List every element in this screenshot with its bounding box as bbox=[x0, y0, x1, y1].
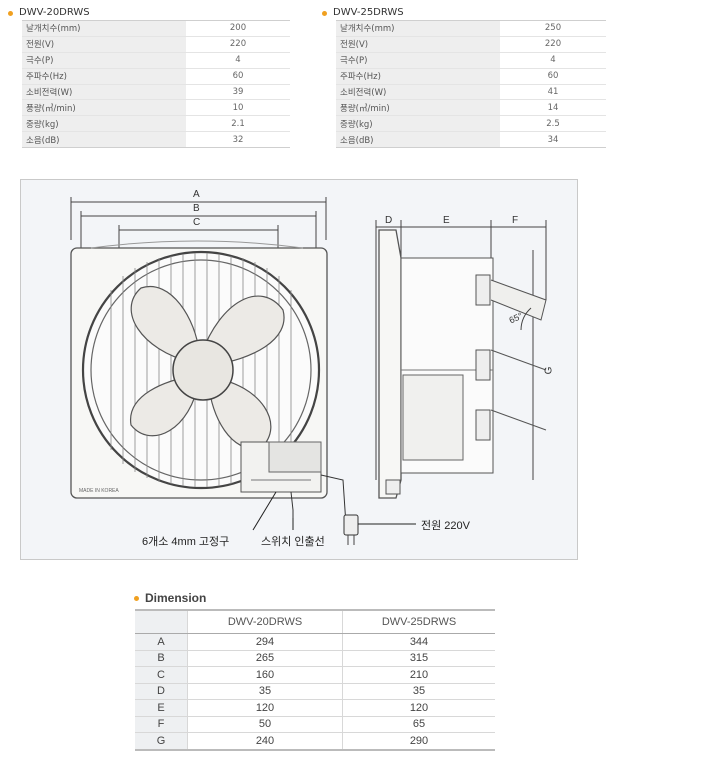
side-panel bbox=[378, 229, 402, 499]
table-row: 소비전력(W)39 bbox=[22, 83, 290, 100]
shutter-flap bbox=[490, 279, 547, 321]
bullet-icon bbox=[134, 595, 139, 601]
spec-table-dwv-20drws: DWV-20DRWS 날개치수(mm)200 전원(V)220 극수(P)4 주… bbox=[8, 6, 290, 149]
model-name: DWV-25DRWS bbox=[333, 7, 404, 18]
diagram-drawing: MADE IN KOREA bbox=[70, 197, 547, 545]
callout-power: 전원 220V bbox=[421, 520, 470, 532]
table-row: 극수(P)4 bbox=[336, 51, 606, 69]
fan-hub bbox=[172, 339, 234, 401]
spec-title: DWV-25DRWS bbox=[322, 6, 606, 20]
table-row: 주파수(Hz)60 bbox=[22, 67, 290, 85]
model-name: DWV-20DRWS bbox=[19, 7, 90, 18]
table-row: 풍량(㎥/min)14 bbox=[336, 99, 606, 116]
dim-label-c: C bbox=[193, 217, 201, 228]
dimension-title: Dimension bbox=[134, 591, 206, 605]
dim-label-b: B bbox=[193, 203, 200, 214]
table-row: 소음(dB)32 bbox=[22, 131, 290, 149]
table-row: 전원(V)220 bbox=[336, 35, 606, 53]
table-row: 중량(kg)2.5 bbox=[336, 115, 606, 132]
table-row: 전원(V)220 bbox=[22, 35, 290, 53]
spec-table-dwv-25drws: DWV-25DRWS 날개치수(mm)250 전원(V)220 극수(P)4 주… bbox=[322, 6, 606, 149]
table-row: 소음(dB)34 bbox=[336, 131, 606, 149]
dim-label-e: E bbox=[443, 215, 450, 226]
dim-label-f: F bbox=[512, 215, 519, 226]
table-header-row: DWV-20DRWS DWV-25DRWS bbox=[135, 609, 495, 634]
spec-table: 날개치수(mm)250 전원(V)220 극수(P)4 주파수(Hz)60 소비… bbox=[336, 20, 606, 149]
table-row: 주파수(Hz)60 bbox=[336, 67, 606, 85]
column-header: DWV-25DRWS bbox=[342, 609, 495, 634]
table-row: 풍량(㎥/min)10 bbox=[22, 99, 290, 116]
bullet-icon bbox=[322, 10, 327, 16]
table-row: 중량(kg)2.1 bbox=[22, 115, 290, 132]
dim-label-a: A bbox=[193, 189, 200, 200]
table-row: 극수(P)4 bbox=[22, 51, 290, 69]
table-row: 날개치수(mm)250 bbox=[336, 20, 606, 37]
maker-mark: MADE IN KOREA bbox=[79, 488, 119, 494]
callout-switch: 스위치 인출선 bbox=[261, 536, 325, 548]
dimension-title-text: Dimension bbox=[145, 591, 207, 605]
table-row: 소비전력(W)41 bbox=[336, 83, 606, 100]
power-plug bbox=[343, 514, 359, 536]
dim-label-g: G bbox=[543, 366, 555, 375]
callout-mounting: 6개소 4mm 고정구 bbox=[142, 536, 230, 548]
column-header: DWV-20DRWS bbox=[187, 609, 343, 634]
table-row: 날개치수(mm)200 bbox=[22, 20, 290, 37]
dim-label-d: D bbox=[385, 215, 393, 226]
mounting-leader bbox=[252, 491, 277, 531]
angle-arc bbox=[520, 307, 532, 331]
spec-table: 날개치수(mm)200 전원(V)220 극수(P)4 주파수(Hz)60 소비… bbox=[22, 20, 290, 149]
bullet-icon bbox=[8, 10, 13, 16]
spec-title: DWV-20DRWS bbox=[8, 6, 290, 20]
fan-dimension-diagram: MADE IN KOREA A B C D E F G 65° 6개소 4mm … bbox=[20, 179, 578, 560]
